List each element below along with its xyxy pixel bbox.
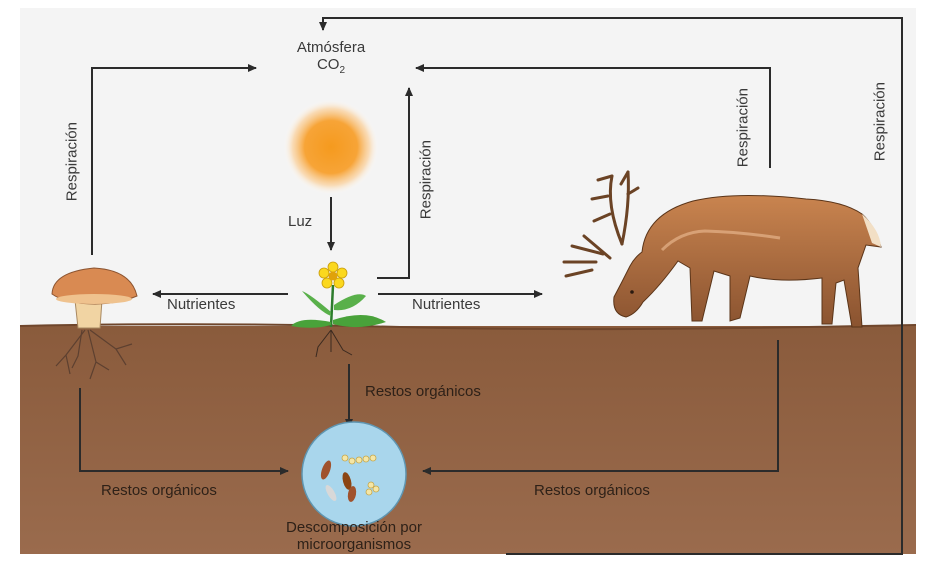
light-label: Luz bbox=[288, 213, 312, 230]
deer-remains-label: Restos orgánicos bbox=[534, 482, 650, 499]
sun-icon bbox=[283, 99, 379, 195]
nutrients-left-label: Nutrientes bbox=[167, 296, 235, 313]
decomposition-line2: microorganismos bbox=[258, 536, 450, 553]
decomposition-line1: Descomposición por bbox=[258, 519, 450, 536]
plant-respiration-label: Respiración bbox=[417, 130, 434, 230]
microorganisms-icon bbox=[302, 422, 406, 526]
co2-formula: CO2 bbox=[280, 56, 382, 77]
soil-background bbox=[20, 326, 916, 554]
fungus-respiration-label: Respiración bbox=[63, 112, 80, 212]
atmosphere-title: Atmósfera bbox=[280, 39, 382, 56]
deer-respiration-label: Respiración bbox=[734, 78, 751, 178]
fungus-remains-label: Restos orgánicos bbox=[101, 482, 217, 499]
decomposition-label: Descomposición por microorganismos bbox=[258, 519, 450, 554]
plant-remains-label: Restos orgánicos bbox=[365, 383, 481, 400]
nutrients-right-label: Nutrientes bbox=[412, 296, 480, 313]
decomposer-respiration-label: Respiración bbox=[871, 72, 888, 172]
co2-base: CO bbox=[317, 56, 340, 73]
atmosphere-label: Atmósfera CO2 bbox=[280, 39, 382, 77]
co2-subscript: 2 bbox=[339, 65, 345, 76]
